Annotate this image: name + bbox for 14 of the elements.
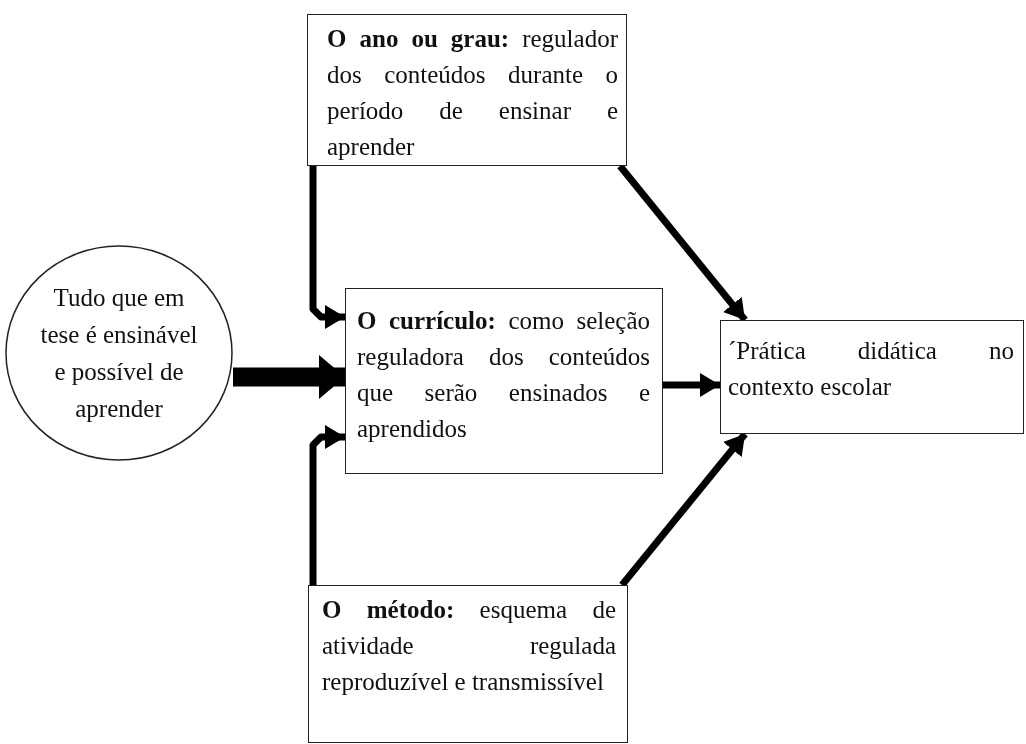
text-box	[345, 288, 663, 474]
arrow	[309, 166, 345, 329]
text-box	[720, 320, 1024, 434]
node-text: O ano ou grau: regulador dos conteúdos durante o período de ensinar e aprender	[327, 24, 618, 162]
arrow	[233, 355, 345, 399]
node-text: ´Prática didática no contexto escolar	[728, 336, 1014, 402]
node-text: O currículo: como seleção reguladora dos conteúdos que serão ensinados e aprendidos	[357, 306, 650, 444]
node-text: O método: esquema de atividade regulada reproduzível e transmissível	[322, 595, 616, 697]
text-box	[307, 14, 627, 166]
arrow	[309, 425, 345, 585]
text-box	[308, 585, 628, 743]
ellipse-node	[5, 245, 233, 461]
arrow	[663, 373, 720, 397]
node-text: Tudo que em tese é ensinável e possível de aprender	[39, 283, 199, 424]
